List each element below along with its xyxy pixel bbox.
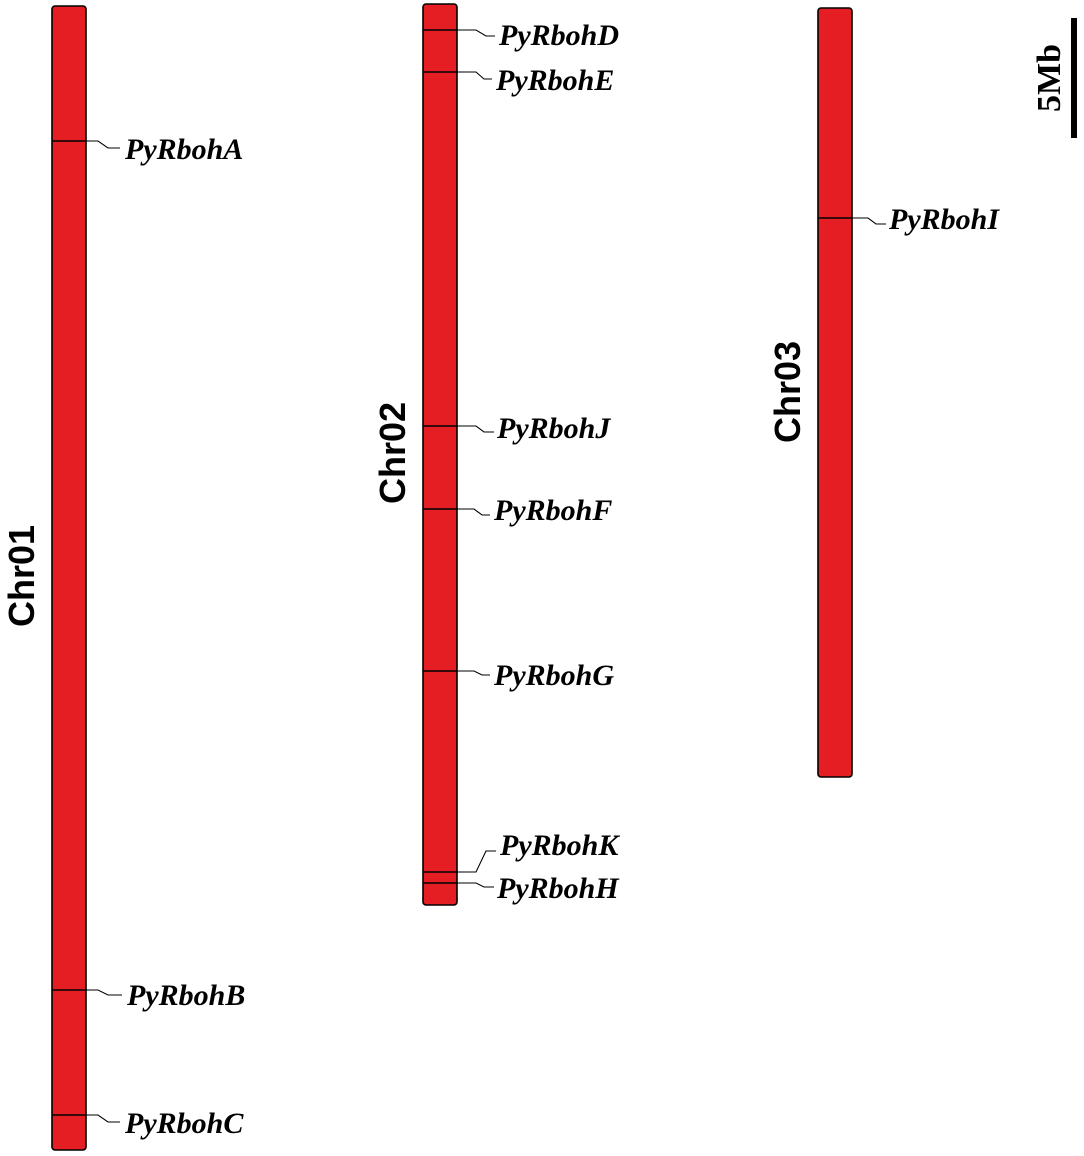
gene-leader-line xyxy=(457,670,490,676)
gene-leader-line xyxy=(457,29,495,37)
scale-label: 5Mb xyxy=(1031,44,1068,112)
gene-label: PyRbohJ xyxy=(496,412,611,445)
gene-marker-pyrbohe[interactable]: PyRbohE xyxy=(423,64,614,97)
chromosome-label-chr02: Chr02 xyxy=(372,402,413,504)
chromosome-chr01: Chr01 PyRbohA PyRbohB PyRbohC xyxy=(1,5,245,1151)
gene-marker-pyrbohj[interactable]: PyRbohJ xyxy=(423,412,611,445)
gene-marker-pyrbohi[interactable]: PyRbohI xyxy=(818,203,1000,236)
gene-label: PyRbohB xyxy=(126,979,245,1012)
gene-label: PyRbohK xyxy=(499,829,620,862)
gene-label: PyRbohF xyxy=(493,494,612,527)
gene-marker-pyrbohg[interactable]: PyRbohG xyxy=(423,659,614,692)
gene-marker-pyrbohc[interactable]: PyRbohC xyxy=(52,1107,244,1140)
chromosome-bar-chr03[interactable] xyxy=(817,7,853,778)
gene-label: PyRbohD xyxy=(498,19,619,52)
gene-marker-pyrbohf[interactable]: PyRbohF xyxy=(423,494,612,527)
gene-leader-line xyxy=(457,508,490,516)
gene-label: PyRbohC xyxy=(124,1107,244,1140)
gene-leader-line xyxy=(86,1114,120,1123)
gene-label: PyRbohE xyxy=(495,64,614,97)
chromosome-chr03: Chr03 PyRbohI xyxy=(767,7,1000,778)
gene-leader-line xyxy=(457,425,494,433)
gene-label: PyRbohI xyxy=(888,203,1000,236)
gene-leader-line xyxy=(852,217,886,225)
gene-marker-pyrboha[interactable]: PyRbohA xyxy=(52,133,243,166)
chromosome-chr02: Chr02 PyRbohD PyRbohE PyRbohJ PyRbohF Py… xyxy=(372,3,620,906)
gene-leader-line xyxy=(457,71,492,80)
gene-label: PyRbohG xyxy=(493,659,614,692)
chromosome-label-chr03: Chr03 xyxy=(767,341,808,443)
chromosome-label-chr01: Chr01 xyxy=(1,525,42,627)
gene-label: PyRbohH xyxy=(496,872,620,905)
gene-marker-pyrbohk[interactable]: PyRbohK xyxy=(423,829,620,873)
chromosome-bar-chr02[interactable] xyxy=(422,3,458,906)
gene-marker-pyrbohb[interactable]: PyRbohB xyxy=(52,979,245,1012)
gene-marker-pyrbohh[interactable]: PyRbohH xyxy=(423,872,620,905)
gene-marker-pyrbohd[interactable]: PyRbohD xyxy=(423,19,619,52)
gene-label: PyRbohA xyxy=(124,133,243,166)
gene-leader-line xyxy=(457,882,494,888)
gene-leader-line xyxy=(86,140,120,149)
scale-bar-group: 5Mb xyxy=(1031,18,1077,138)
gene-leader-line xyxy=(86,989,122,996)
gene-leader-line xyxy=(457,850,496,873)
chromosome-bar-chr01[interactable] xyxy=(51,5,87,1151)
